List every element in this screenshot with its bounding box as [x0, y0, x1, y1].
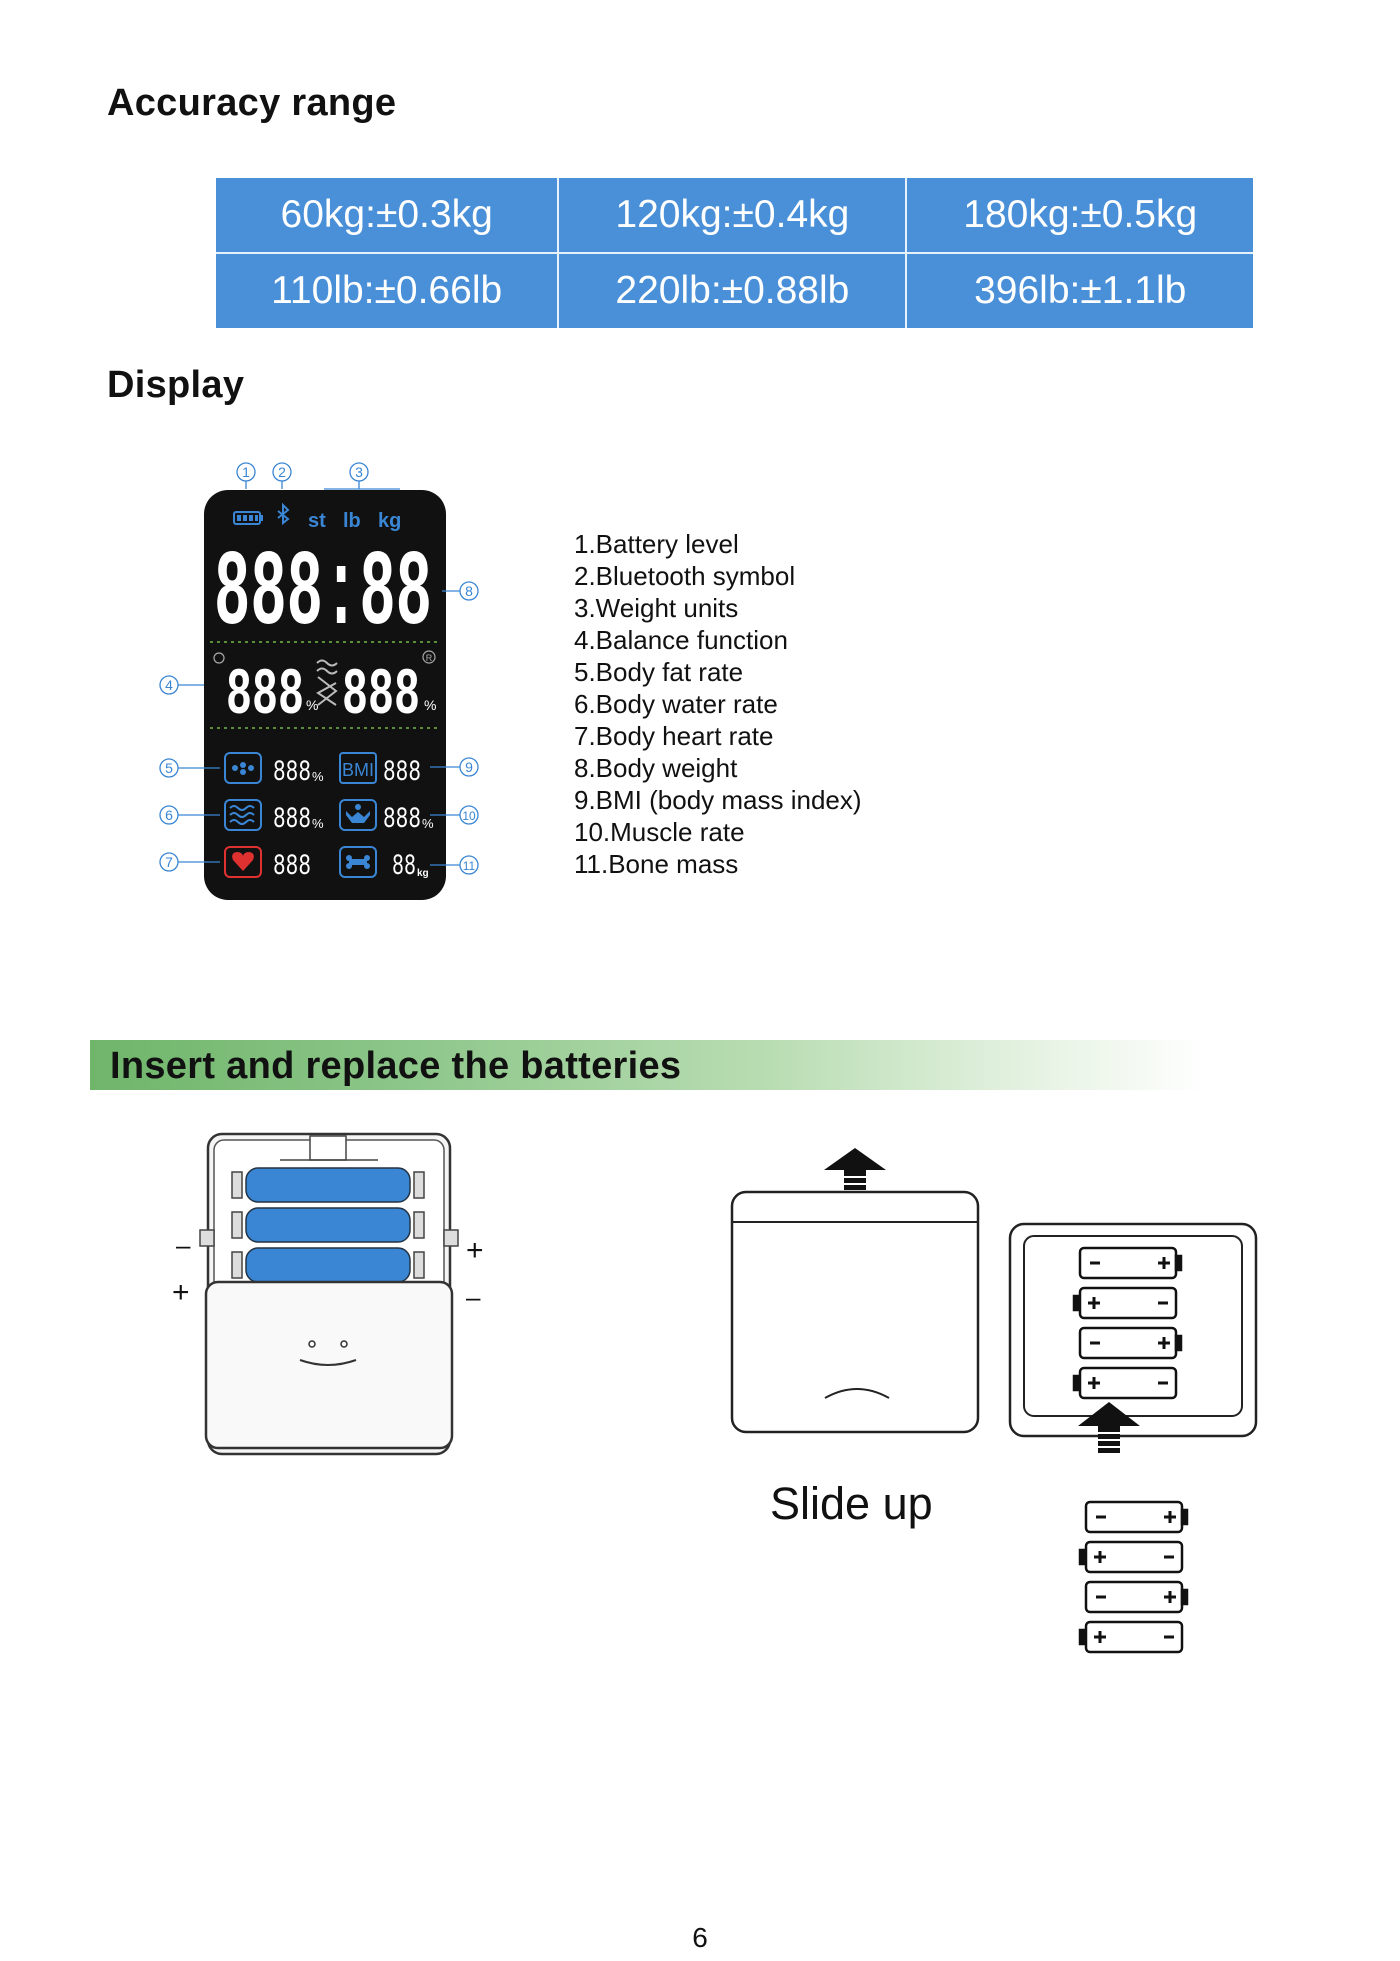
display-legend: 1.Battery level 2.Bluetooth symbol 3.Wei… — [574, 528, 862, 880]
muscle-icon — [346, 804, 370, 823]
unit-st: st — [308, 510, 326, 532]
balance-icon — [316, 659, 338, 706]
list-item: 3.Weight units — [574, 593, 739, 623]
bone-icon — [346, 855, 370, 869]
list-item: 5.Body fat rate — [574, 657, 744, 687]
battery-cells — [245, 1167, 411, 1323]
fat-digits: 888 — [273, 756, 311, 790]
arrow-up-icon — [824, 1148, 886, 1190]
callout-8: 8 — [465, 583, 473, 599]
battery-icon — [233, 511, 263, 525]
balance-right-digits: 888 — [342, 658, 420, 733]
muscle-digits: 888 — [383, 803, 421, 837]
polarity-right-top: + — [466, 1234, 484, 1267]
battery-stack-in — [1072, 1246, 1183, 1400]
callout-1: 1 — [242, 464, 250, 480]
list-item: 8.Body weight — [574, 753, 738, 783]
callout-9: 9 — [465, 759, 473, 775]
polarity-right-bottom: – — [466, 1282, 481, 1312]
lcd-screen — [204, 490, 446, 900]
list-item: 7.Body heart rate — [574, 721, 774, 751]
callout-2: 2 — [278, 464, 286, 480]
balance-left-percent: % — [306, 697, 318, 713]
slide-up-illustration — [730, 1148, 1258, 1654]
battery-stack-out — [1078, 1500, 1189, 1654]
list-item: 1.Battery level — [574, 529, 739, 559]
polarity-left-bottom: + — [172, 1276, 190, 1309]
muscle-percent: % — [422, 816, 434, 831]
arrow-up-icon — [1078, 1402, 1140, 1453]
batteries-heading: Insert and replace the batteries — [110, 1045, 682, 1087]
unit-kg: kg — [378, 510, 401, 532]
balance-right-percent: % — [424, 697, 436, 713]
callout-7: 7 — [165, 854, 173, 870]
body-water-icon — [229, 805, 255, 825]
table-cell: 60kg:±0.3kg — [216, 178, 560, 254]
unit-lb: lb — [343, 510, 361, 532]
list-item: 11.Bone mass — [574, 849, 739, 879]
batteries-banner: Insert and replace the batteries — [90, 1040, 1330, 1090]
balance-left-digits: 888 — [226, 658, 304, 733]
body-fat-icon — [232, 762, 254, 775]
battery-tray-illustration: – + + – — [172, 1132, 484, 1456]
weight-digits: 888:88 — [214, 534, 432, 656]
list-item: 4.Balance function — [574, 625, 788, 655]
callout-5: 5 — [165, 760, 173, 776]
fat-percent: % — [312, 769, 324, 784]
callout-10: 10 — [462, 809, 476, 823]
bmi-label: BMI — [342, 760, 374, 780]
heart-icon — [232, 852, 254, 871]
lcd-display-diagram: 1 2 3 st lb kg 888:88 8 888 % 888 % R 4 — [159, 462, 479, 900]
callout-4: 4 — [165, 677, 173, 693]
accuracy-table: 60kg:±0.3kg 120kg:±0.4kg 180kg:±0.5kg 11… — [216, 178, 1253, 328]
page-number: 6 — [692, 1922, 708, 1953]
list-item: 9.BMI (body mass index) — [574, 785, 862, 815]
bmi-digits: 888 — [383, 756, 421, 790]
table-row: 60kg:±0.3kg 120kg:±0.4kg 180kg:±0.5kg — [216, 178, 1253, 254]
table-row: 110lb:±0.66lb 220lb:±0.88lb 396lb:±1.1lb — [216, 252, 1253, 328]
list-item: 10.Muscle rate — [574, 817, 745, 847]
table-cell: 120kg:±0.4kg — [557, 178, 908, 254]
table-cell: 180kg:±0.5kg — [905, 178, 1253, 254]
callout-11: 11 — [463, 859, 476, 873]
water-percent: % — [312, 816, 324, 831]
water-digits: 888 — [273, 803, 311, 837]
bluetooth-icon — [277, 502, 290, 526]
heart-digits: 888 — [273, 850, 311, 884]
display-heading: Display — [107, 364, 245, 406]
list-item: 2.Bluetooth symbol — [574, 561, 796, 591]
bone-kg: kg — [417, 868, 429, 879]
slide-up-label: Slide up — [770, 1478, 933, 1529]
svg-text:R: R — [426, 653, 433, 663]
polarity-left-top: – — [176, 1230, 191, 1260]
callout-3: 3 — [355, 464, 363, 480]
table-cell: 110lb:±0.66lb — [216, 252, 560, 328]
table-cell: 220lb:±0.88lb — [557, 252, 908, 328]
accuracy-range-heading: Accuracy range — [107, 82, 397, 124]
list-item: 6.Body water rate — [574, 689, 778, 719]
table-cell: 396lb:±1.1lb — [905, 252, 1253, 328]
callout-6: 6 — [165, 807, 173, 823]
bone-digits: 88 — [392, 850, 416, 884]
